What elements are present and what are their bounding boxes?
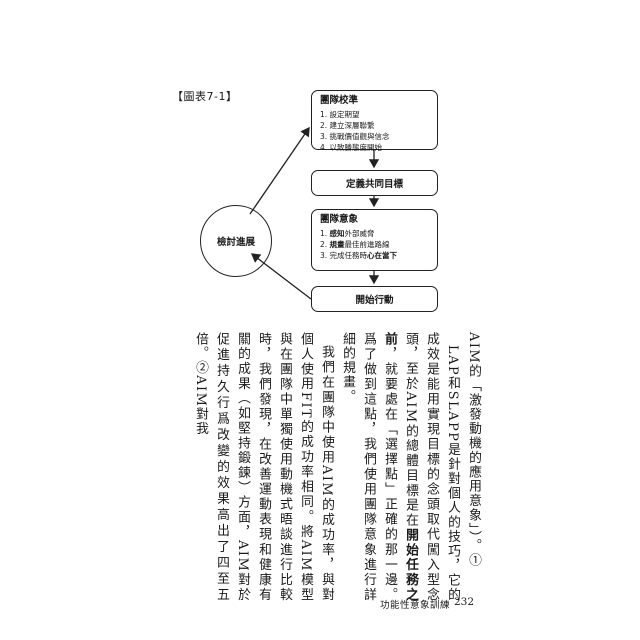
review-progress-label: 檢討進展: [216, 237, 255, 248]
paragraph: AIM的「激發動機的應用意象」）。①: [466, 332, 481, 568]
imagery-item: 2. 規畫最佳前進路線: [320, 239, 390, 249]
review-progress-circle: 檢討進展: [200, 205, 272, 277]
shared-goal-box: 定義共同目標: [311, 170, 438, 196]
start-action-label: 開始行動: [355, 295, 394, 306]
imagery-item: 3. 完成任務時心在當下: [320, 250, 398, 260]
alignment-item: 2. 建立深層聯繫: [320, 120, 375, 130]
running-footer-title: 功能性意象訓練: [380, 600, 451, 611]
team-alignment-heading: 團隊校準: [320, 95, 359, 106]
arrow-review-to-goals: [249, 126, 310, 215]
start-action-box: 開始行動: [311, 286, 438, 312]
paragraph: 我們在團隊中使用AIM的成功率，與對個人使用FIT的成功率相同。將AIM模型與在…: [193, 332, 334, 602]
team-imagery-box: 團隊意象 1. 感知外部威脅 2. 規畫最佳前進路線 3. 完成任務時心在當下: [311, 209, 438, 271]
team-imagery-heading: 團隊意象: [320, 214, 359, 225]
shared-goal-label: 定義共同目標: [345, 179, 403, 190]
body-text: AIM的「激發動機的應用意象」）。① LAP和SLAPP是針對個人的技巧，它的成…: [166, 332, 484, 602]
page-number: 232: [454, 596, 475, 608]
team-alignment-box: 團隊校準 1. 設定期望 2. 建立深層聯繫 3. 挑戰價值觀與信念 4. 以致…: [311, 90, 438, 152]
alignment-item: 1. 設定期望: [320, 109, 360, 119]
paragraph: LAP和SLAPP是針對個人的技巧，它的成效是能用實現目標的念頭取代闖入型念頭，…: [340, 332, 460, 603]
imagery-item: 1. 感知外部威脅: [320, 228, 375, 238]
alignment-item: 3. 挑戰價值觀與信念: [320, 131, 390, 141]
alignment-item: 4. 以致勝態度開始: [320, 142, 383, 152]
figure-label: 【圖表7-1】: [172, 90, 238, 103]
